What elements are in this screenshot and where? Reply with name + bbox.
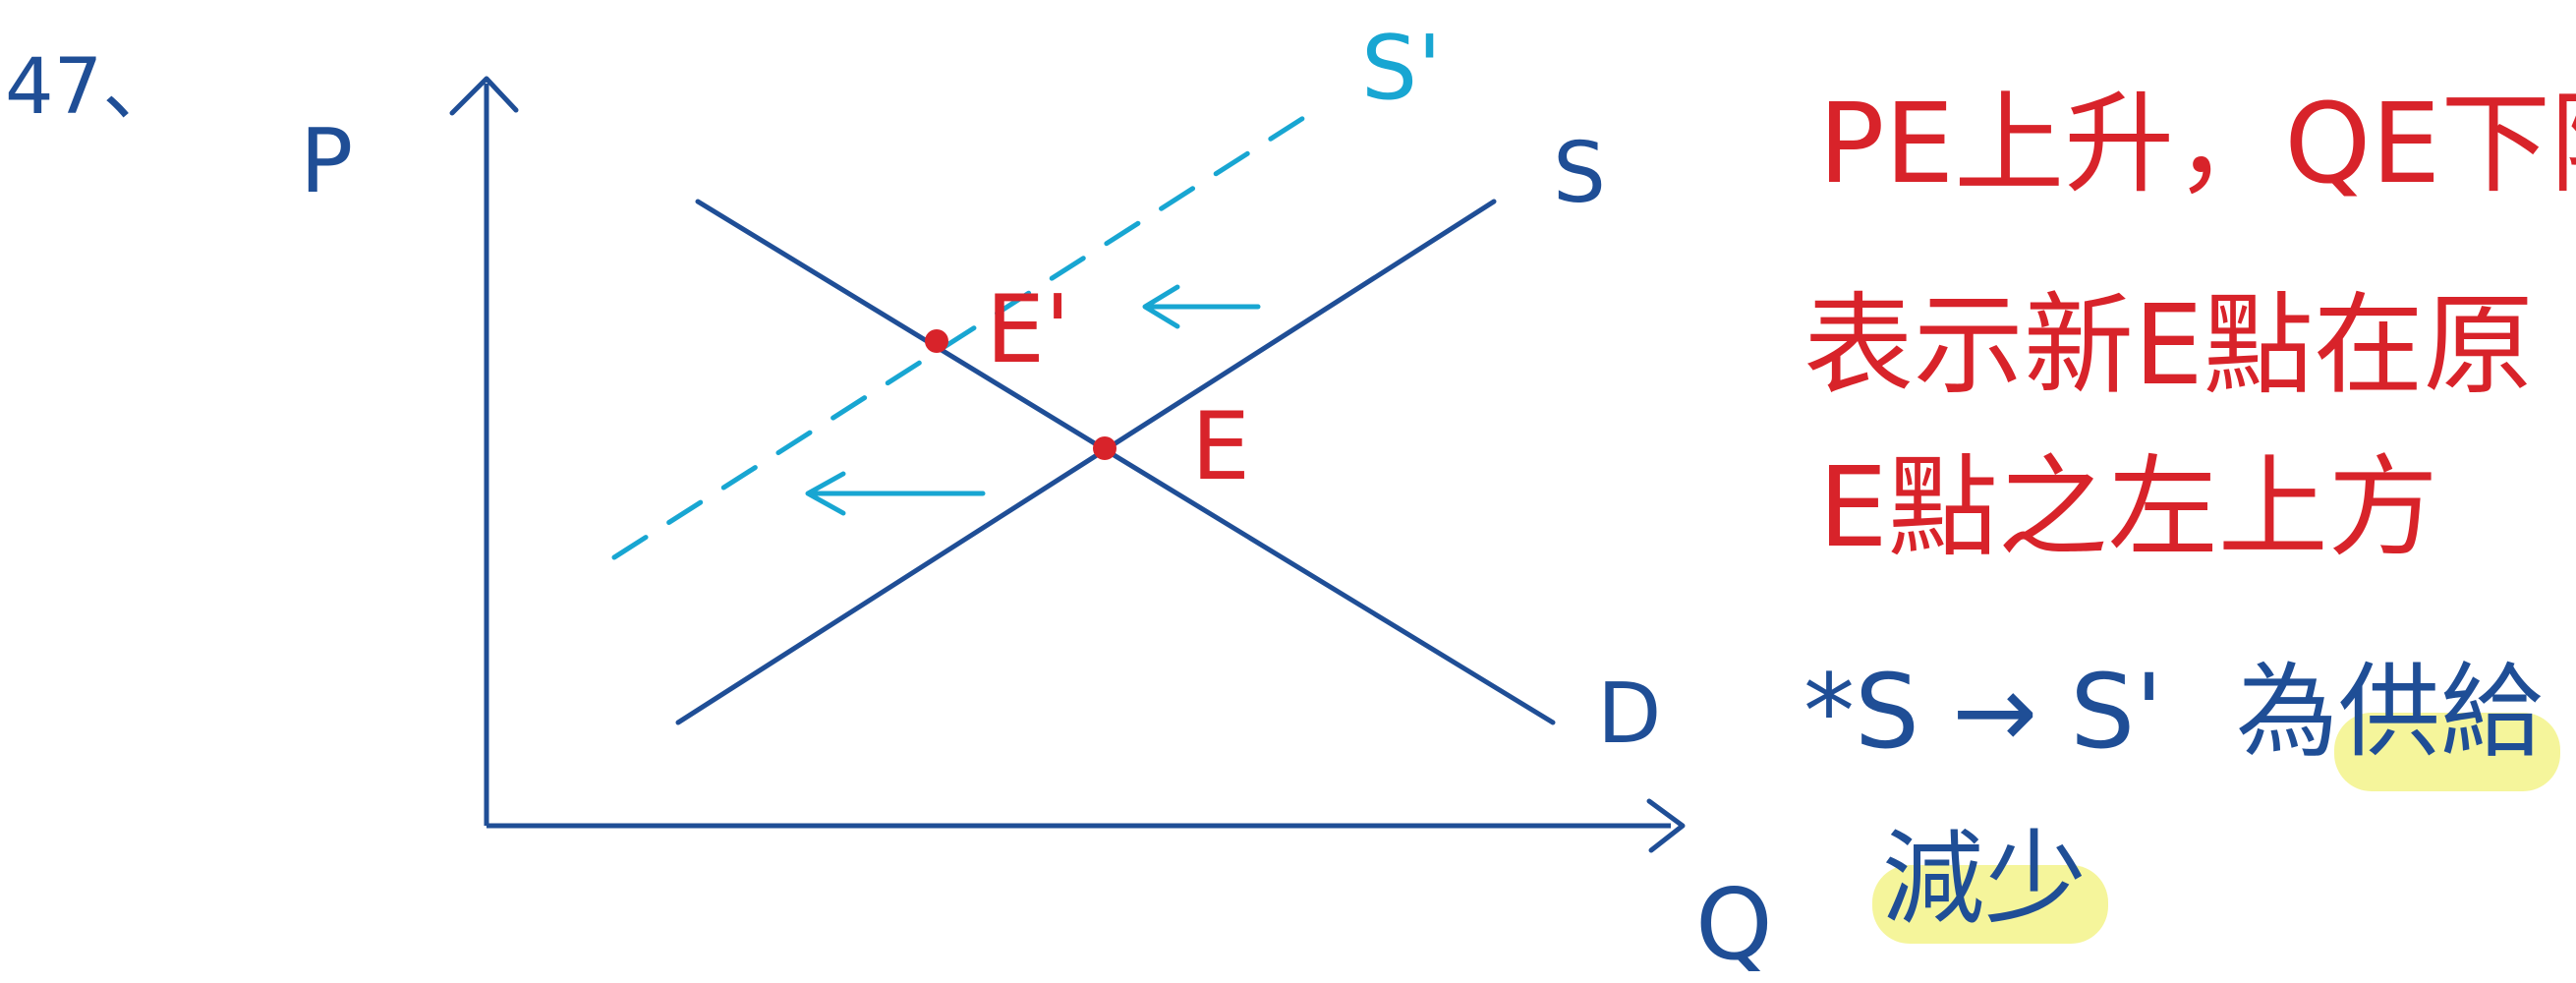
equilibrium-point-e: [1093, 436, 1116, 460]
note-line-2: 表示新E點在原: [1803, 282, 2534, 410]
shift-arrow-upper: [1142, 284, 1261, 329]
shift-arrow-lower: [805, 471, 986, 516]
supply-label: S: [1553, 125, 1606, 222]
x-axis-arrowhead: [1646, 798, 1686, 853]
equilibrium-point-e-prime: [925, 329, 948, 353]
star-note-decrease: 減少: [1882, 819, 2087, 939]
star-note-prefix: *S → S': [1803, 652, 2163, 772]
new-supply-label: S': [1361, 17, 1442, 120]
note-line-1: PE上升，QE下降: [1818, 81, 2576, 208]
demand-label: D: [1597, 665, 1661, 763]
equilibrium-label-e: E: [1191, 393, 1250, 501]
y-axis-label: P: [300, 110, 353, 213]
problem-number: 47、: [5, 43, 179, 132]
axes: [449, 76, 1686, 853]
x-axis-label: Q: [1695, 867, 1773, 982]
star-note-supply: 為供給: [2236, 652, 2543, 772]
equilibrium-label-e-prime: E': [986, 276, 1070, 384]
note-line-3: E點之左上方: [1818, 444, 2438, 572]
highlight-decrease: [1872, 865, 2108, 944]
highlight-supply: [2334, 713, 2560, 791]
demand-curve: [695, 199, 1556, 725]
supply-curve: [675, 199, 1497, 725]
y-axis-arrowhead: [449, 76, 519, 116]
new-supply-curve: [611, 103, 1325, 560]
